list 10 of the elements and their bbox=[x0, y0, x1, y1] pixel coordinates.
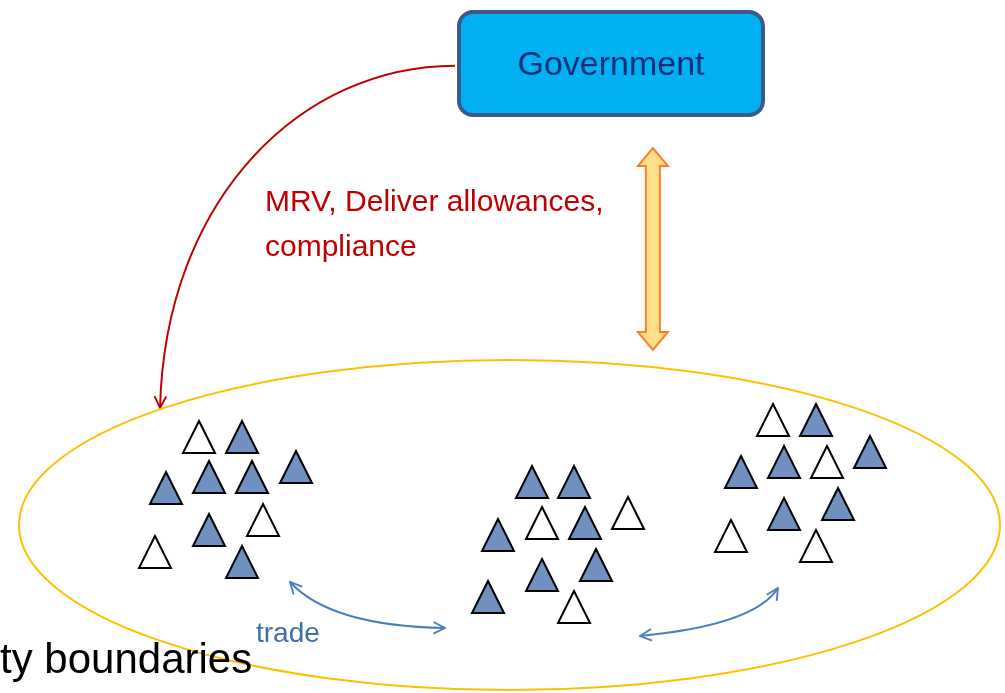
arrow bbox=[154, 64, 456, 409]
edge-label: MRV, Deliver allowances, compliance bbox=[265, 183, 605, 264]
triangles-drawing bbox=[470, 464, 648, 624]
edge-label: trade bbox=[256, 616, 321, 650]
double-arrow bbox=[635, 146, 671, 352]
heading-text: ty boundaries bbox=[0, 638, 253, 680]
triangles-drawing bbox=[713, 401, 889, 563]
arrow bbox=[639, 586, 779, 642]
arrow bbox=[289, 581, 447, 635]
process-box: Government bbox=[457, 10, 765, 117]
